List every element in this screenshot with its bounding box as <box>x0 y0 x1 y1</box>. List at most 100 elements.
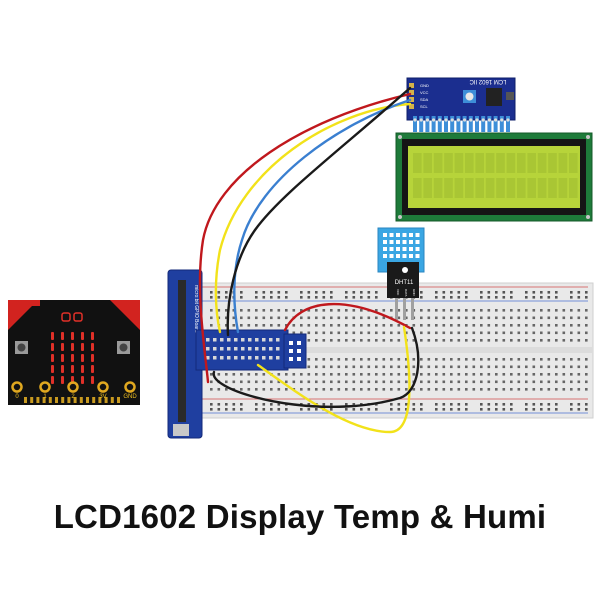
lcd-pin-head <box>506 118 510 122</box>
hole <box>270 316 273 320</box>
hole <box>532 331 536 335</box>
lcd-char-cell <box>558 178 568 198</box>
hole <box>367 296 371 299</box>
hole <box>465 373 468 376</box>
hole <box>225 324 228 327</box>
hole <box>270 309 273 312</box>
hole <box>405 408 408 411</box>
hole <box>255 316 258 320</box>
hole <box>562 365 566 369</box>
hole <box>375 296 378 299</box>
lcd-pin-head <box>487 118 491 122</box>
hole <box>405 380 408 384</box>
hole <box>427 324 431 327</box>
hole <box>412 365 416 369</box>
hole <box>300 388 303 391</box>
lcd-pin <box>493 116 498 132</box>
hole <box>262 291 266 294</box>
hole <box>397 309 401 312</box>
hole <box>472 388 476 391</box>
hole <box>435 324 438 327</box>
hole <box>315 291 318 294</box>
gpio-pin <box>289 341 293 345</box>
hole <box>375 380 378 384</box>
hole <box>345 331 348 335</box>
led-cell <box>91 354 94 362</box>
led-cell <box>61 343 64 351</box>
hole <box>345 316 348 320</box>
hole <box>577 380 581 384</box>
hole <box>225 380 228 384</box>
hole <box>577 291 581 294</box>
hole <box>540 331 543 335</box>
lcd-pin-head <box>481 118 485 122</box>
hole <box>472 316 476 320</box>
hole <box>412 358 416 361</box>
edge-pad <box>39 381 51 393</box>
hole <box>390 324 393 327</box>
hole <box>390 358 393 361</box>
lcd-pin <box>481 116 486 132</box>
hole <box>352 358 356 361</box>
hole <box>412 324 416 327</box>
edge-connector <box>11 381 136 403</box>
hole <box>502 373 506 376</box>
hole <box>322 373 326 376</box>
hole <box>487 291 491 294</box>
hole <box>465 296 468 299</box>
hole <box>262 388 266 391</box>
hole <box>405 365 408 369</box>
hole <box>435 365 438 369</box>
hole <box>540 309 543 312</box>
hole <box>525 331 528 335</box>
hole <box>255 403 258 406</box>
hole <box>420 339 423 342</box>
grill-slot <box>409 233 413 237</box>
hole <box>217 296 221 299</box>
hole <box>585 316 588 320</box>
grill-slot <box>396 240 400 244</box>
hole <box>510 380 513 384</box>
hole <box>270 324 273 327</box>
hole <box>367 358 371 361</box>
hole <box>225 373 228 376</box>
led-cell <box>71 354 74 362</box>
hole <box>255 408 258 411</box>
hole <box>330 331 333 335</box>
edge-strip <box>67 397 71 403</box>
hole <box>232 403 236 406</box>
hole <box>435 403 438 406</box>
hole <box>382 365 386 369</box>
edge-strip <box>104 397 108 403</box>
lcd-pin-head <box>500 118 504 122</box>
pin-label-row: 0 1 2 3V GND <box>15 394 137 400</box>
hole <box>450 324 453 327</box>
hole <box>322 380 326 384</box>
hole <box>420 296 423 299</box>
hole <box>540 291 543 294</box>
gpio-pin <box>213 356 217 360</box>
hole <box>450 373 453 376</box>
hole <box>502 331 506 335</box>
led-cell <box>81 354 84 362</box>
hole <box>352 373 356 376</box>
lcd-char-cell <box>475 178 484 198</box>
hole <box>525 408 528 411</box>
hole <box>315 339 318 342</box>
hole <box>502 403 506 406</box>
hole <box>532 358 536 361</box>
hole <box>585 358 588 361</box>
hole <box>300 309 303 312</box>
hole <box>427 316 431 320</box>
hole <box>225 403 228 406</box>
hole <box>562 373 566 376</box>
hole <box>502 358 506 361</box>
hole <box>352 403 356 406</box>
hole <box>487 388 491 391</box>
hole <box>442 358 446 361</box>
hole <box>367 365 371 369</box>
hole <box>382 316 386 320</box>
gpio-pin <box>276 338 280 342</box>
hole <box>487 296 491 299</box>
hole <box>495 291 498 294</box>
